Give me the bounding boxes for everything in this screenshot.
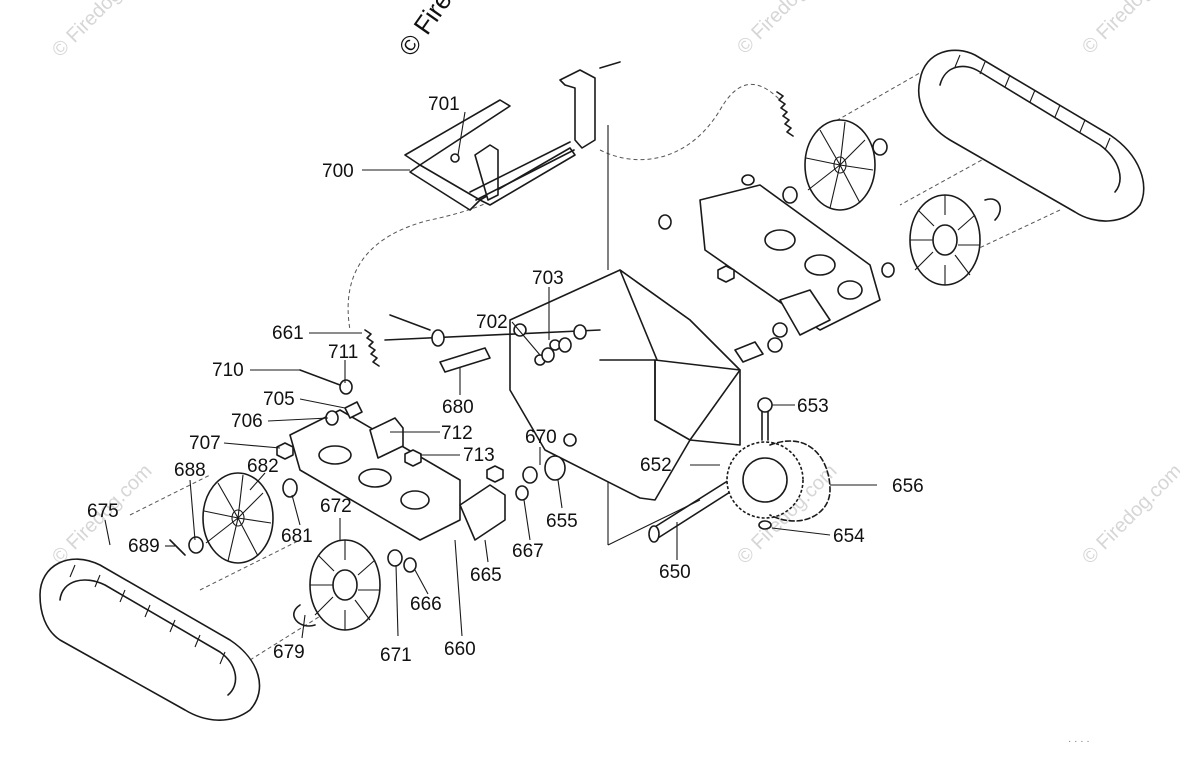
impeller-disc-left bbox=[202, 472, 274, 564]
watermark-right-mid: © Firedog.com bbox=[1078, 460, 1180, 569]
label-688: 688 bbox=[174, 460, 206, 481]
watermark-top-left: © Firedog.com bbox=[48, 0, 157, 62]
label-703: 703 bbox=[532, 268, 564, 289]
label-713: 713 bbox=[463, 445, 495, 466]
axle-shafts bbox=[384, 329, 755, 543]
label-680: 680 bbox=[442, 397, 474, 418]
part-labels: 700 701 703 702 661 711 710 705 680 706 … bbox=[87, 94, 924, 666]
label-701: 701 bbox=[428, 94, 460, 115]
central-frame bbox=[509, 269, 741, 501]
right-side-panel bbox=[699, 184, 881, 336]
label-667: 667 bbox=[512, 541, 544, 562]
label-675: 675 bbox=[87, 501, 119, 522]
impeller-disc-right bbox=[804, 119, 876, 211]
footer-marks: · · · · bbox=[1068, 736, 1090, 747]
label-655: 655 bbox=[546, 511, 578, 532]
label-706: 706 bbox=[231, 411, 263, 432]
label-661: 661 bbox=[272, 323, 304, 344]
label-689: 689 bbox=[128, 536, 160, 557]
label-653: 653 bbox=[797, 396, 829, 417]
label-660: 660 bbox=[444, 639, 476, 660]
label-652: 652 bbox=[640, 455, 672, 476]
label-650: 650 bbox=[659, 562, 691, 583]
label-711: 711 bbox=[328, 342, 358, 363]
track-left bbox=[39, 558, 261, 721]
label-656: 656 bbox=[892, 476, 924, 497]
watermark-top-center: © Firedog.com bbox=[733, 0, 842, 59]
label-700: 700 bbox=[322, 161, 354, 182]
label-712: 712 bbox=[441, 423, 473, 444]
label-672: 672 bbox=[320, 496, 352, 517]
track-right bbox=[918, 49, 1145, 222]
label-671: 671 bbox=[380, 645, 412, 666]
label-702: 702 bbox=[476, 312, 508, 333]
left-side-panel bbox=[289, 409, 461, 541]
label-682: 682 bbox=[247, 456, 279, 477]
sprocket-and-chain bbox=[726, 397, 831, 530]
label-679: 679 bbox=[273, 642, 305, 663]
label-670: 670 bbox=[525, 427, 557, 448]
label-707: 707 bbox=[189, 433, 221, 454]
label-666: 666 bbox=[410, 594, 442, 615]
leader-lines bbox=[104, 111, 877, 639]
label-654: 654 bbox=[833, 526, 865, 547]
watermark-top-right: © Firedog.com bbox=[1078, 0, 1180, 59]
drive-wheel-right bbox=[909, 194, 981, 286]
springs bbox=[364, 91, 794, 367]
drive-wheel-left bbox=[309, 539, 381, 631]
label-705: 705 bbox=[263, 389, 295, 410]
label-681: 681 bbox=[281, 526, 313, 547]
label-710: 710 bbox=[212, 360, 244, 381]
handle-bracket bbox=[404, 69, 596, 211]
label-665: 665 bbox=[470, 565, 502, 586]
watermark-main: © Fire bbox=[392, 0, 457, 61]
hardware bbox=[169, 61, 1001, 627]
